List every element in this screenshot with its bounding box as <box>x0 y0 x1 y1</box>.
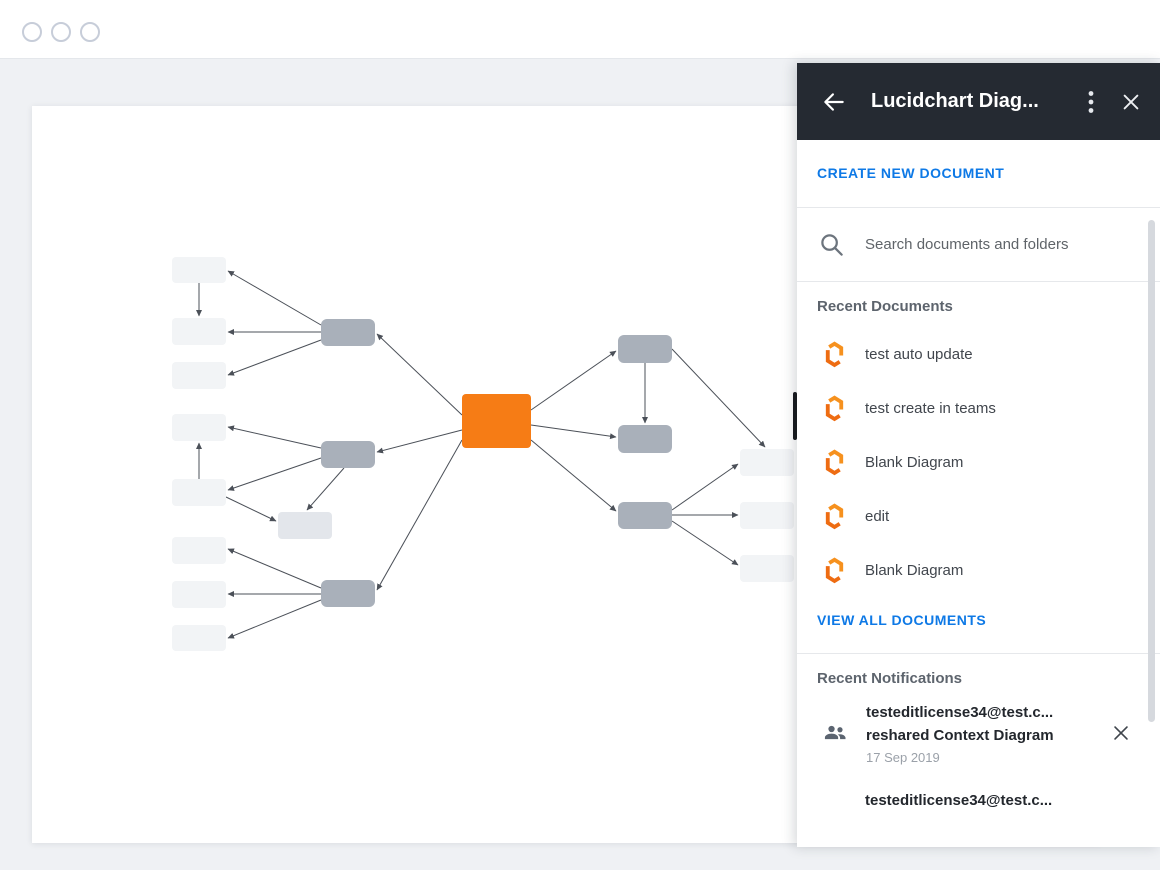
window-control-icon[interactable] <box>22 22 42 42</box>
view-all-documents-link[interactable]: VIEW ALL DOCUMENTS <box>817 612 987 628</box>
window-controls <box>22 22 100 42</box>
notification-item[interactable]: testeditlicense34@test.c... <box>865 789 1140 812</box>
document-name: Blank Diagram <box>865 561 964 579</box>
arrow-left-icon <box>821 89 847 115</box>
document-name: Blank Diagram <box>865 453 964 471</box>
panel-header: Lucidchart Diag... <box>797 63 1160 140</box>
create-document-row: CREATE NEW DOCUMENT <box>797 140 1160 208</box>
lucidchart-logo-icon <box>822 448 847 476</box>
document-list-item[interactable]: test auto update <box>817 327 1140 381</box>
window-titlebar <box>0 0 1160 59</box>
panel-body: CREATE NEW DOCUMENT Search documents and… <box>797 140 1160 847</box>
notification-sender: testeditlicense34@test.c... <box>865 792 1053 809</box>
kebab-menu-icon <box>1088 90 1094 114</box>
document-list-item[interactable]: Blank Diagram <box>817 543 1140 597</box>
recent-notifications-section: Recent Notifications testeditlicense34@t… <box>797 670 1160 812</box>
window-control-icon[interactable] <box>80 22 100 42</box>
lucidchart-logo-icon <box>822 340 847 368</box>
create-new-document-link[interactable]: CREATE NEW DOCUMENT <box>817 165 1005 181</box>
lucidchart-logo-icon <box>822 502 847 530</box>
panel-scrollbar-thumb[interactable] <box>1148 220 1155 722</box>
notification-date: 17 Sep 2019 <box>866 750 940 765</box>
close-panel-button[interactable] <box>1120 91 1142 113</box>
document-name: test auto update <box>865 345 973 363</box>
canvas-scrollbar-thumb[interactable] <box>793 392 797 440</box>
document-list-item[interactable]: edit <box>817 489 1140 543</box>
recent-documents-heading: Recent Documents <box>817 298 953 315</box>
recent-documents-section: Recent Documents test auto update test c… <box>797 298 1160 654</box>
document-list-item[interactable]: test create in teams <box>817 381 1140 435</box>
search-icon <box>818 231 845 258</box>
panel-title: Lucidchart Diag... <box>871 90 1039 112</box>
menu-button[interactable] <box>1088 90 1094 114</box>
document-name: test create in teams <box>865 399 996 417</box>
notification-item[interactable]: testeditlicense34@test.c... reshared Con… <box>817 701 1140 765</box>
lucidchart-logo-icon <box>822 394 847 422</box>
notification-action: reshared Context Diagram <box>866 727 1054 744</box>
search-input[interactable]: Search documents and folders <box>797 208 1160 282</box>
dismiss-notification-button[interactable] <box>1110 722 1132 744</box>
lucidchart-logo-icon <box>822 556 847 584</box>
people-icon <box>822 720 848 746</box>
window-control-icon[interactable] <box>51 22 71 42</box>
search-placeholder: Search documents and folders <box>865 236 1069 253</box>
document-name: edit <box>865 507 890 525</box>
back-button[interactable] <box>821 89 847 115</box>
notification-sender: testeditlicense34@test.c... <box>866 704 1054 721</box>
lucidchart-panel: Lucidchart Diag... CREATE NEW DOCUMENT <box>797 63 1160 847</box>
document-list-item[interactable]: Blank Diagram <box>817 435 1140 489</box>
notification-text: testeditlicense34@test.c... reshared Con… <box>866 701 1092 765</box>
x-icon <box>1110 722 1132 744</box>
view-all-row: VIEW ALL DOCUMENTS <box>817 597 1140 630</box>
close-icon <box>1120 91 1142 113</box>
recent-notifications-heading: Recent Notifications <box>817 670 963 687</box>
